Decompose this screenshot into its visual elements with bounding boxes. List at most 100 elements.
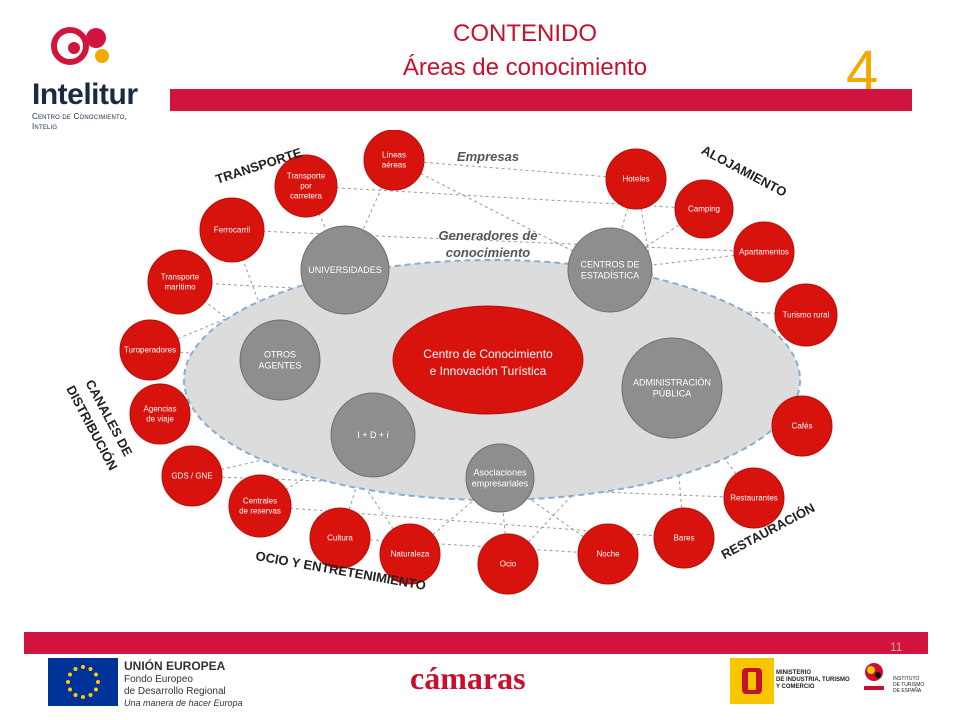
eu-star-icon [88,692,93,697]
eu-star-icon [68,672,73,677]
connection-line [191,475,755,499]
company-node-circle [653,507,715,569]
company-node-circle [199,197,265,263]
footer-bar [24,632,928,654]
institute-line2: DE TURISMO [893,682,925,688]
intelitur-logo-mark-icon [51,27,109,65]
generator-node: I + D + i [330,392,416,478]
company-node-label: Naturaleza [391,550,430,559]
eu-star-icon [73,667,78,672]
company-node-circle [733,221,795,283]
company-node-label: Noche [596,550,620,559]
center-node-label-line1: Centro de Conocimiento [423,347,553,361]
eu-star-icon [93,672,98,677]
eu-fund-line2: de Desarrollo Regional [124,686,226,697]
company-node-circle [771,395,833,457]
company-node-circle [577,523,639,585]
eu-star-icon [81,695,85,699]
ministry-line3: Y COMERCIO [776,684,815,690]
company-node-circle [119,319,181,381]
company-node-label: Transporte [161,273,200,282]
company-node-label: de reservas [239,507,281,516]
center-node [392,305,584,415]
company-node: Cafés [771,395,833,457]
generator-node-label: ADMINISTRACIÓN [633,378,711,388]
company-node-label: Restaurantes [730,494,778,503]
generator-node-label: ESTADÍSTICA [581,271,639,281]
ministry-line2: DE INDUSTRIA, TURISMO [776,677,850,683]
page-title: CONTENIDO [453,20,597,47]
generators-label-line2: conocimiento [446,245,531,260]
generator-node-circle [300,225,390,315]
page-subtitle: Áreas de conocimiento [402,54,648,81]
company-node-circle [309,507,371,569]
company-node-label: Apartamentos [739,248,789,257]
company-node-circle [363,130,425,191]
generator-node-label: AGENTES [258,361,301,371]
company-node-circle [228,474,292,538]
page-number: 11 [890,640,903,654]
knowledge-areas-diagram: Empresas Generadores de conocimiento Cen… [63,130,838,595]
company-node-circle [605,148,667,210]
company-node-label: de viaje [146,415,174,424]
connection-line [393,159,637,180]
company-node-circle [723,467,785,529]
generator-node-label: UNIVERSIDADES [308,265,382,275]
generator-node-label: CENTROS DE [580,260,639,270]
institute-line1: INSTITUTO [893,676,920,682]
header-bar [170,89,912,111]
eu-fund-line1: Fondo Europeo [124,674,193,685]
eu-star-icon [73,692,78,697]
company-node-label: carretera [290,192,323,201]
ministry-line1: MINISTERIO [776,670,812,676]
company-node: Turismo rural [774,283,838,347]
generator-node-label: OTROS [264,350,296,360]
eu-motto: Una manera de hacer Europa [124,698,243,708]
spain-coat-of-arms-icon [730,658,774,704]
company-node: Camping [674,179,734,239]
company-node-label: Ferrocarril [214,226,251,235]
company-node-circle [129,383,191,445]
generator-node-label: empresariales [472,479,529,489]
eu-title: UNIÓN EUROPEA [124,659,226,673]
eu-star-icon [96,680,100,684]
logo-wordmark: Intelitur [32,78,138,111]
generator-node: UNIVERSIDADES [300,225,390,315]
logo-subtitle-line1: Centro de Conocimiento, [32,112,128,121]
intelitur-logo: Intelitur Centro de Conocimiento, Inteli… [30,22,180,142]
logo-subtitle-line2: Intelig [32,122,58,131]
company-node: Restaurantes [723,467,785,529]
company-node: Turoperadores [119,319,181,381]
company-node-label: Agencias [144,405,177,414]
generator-node-label: Asociaciones [473,468,527,478]
company-node: Noche [577,523,639,585]
company-node-label: por [300,182,312,191]
company-node-circle [147,249,213,315]
connection-line [231,229,765,253]
company-node: GDS / GNE [161,445,223,507]
eu-star-icon [81,665,85,669]
company-node-label: Ocio [500,560,517,569]
logo-subtitle: Centro de Conocimiento, Intelig [32,112,127,132]
company-nodes: LíneasaéreasTransporteporcarreteraFerroc… [119,130,838,595]
company-node-label: aéreas [382,161,406,170]
company-node: Cultura [309,507,371,569]
company-node-circle [274,154,338,218]
company-node: Naturaleza [379,523,441,585]
eu-star-icon [66,680,70,684]
company-node-label: Hoteles [622,175,649,184]
eu-flag-icon [48,658,118,706]
connection-line [393,159,611,271]
company-node-label: Transporte [287,172,326,181]
center-node-label-line2: e Innovación Turística [430,364,547,378]
company-node-label: Turismo rural [783,311,830,320]
